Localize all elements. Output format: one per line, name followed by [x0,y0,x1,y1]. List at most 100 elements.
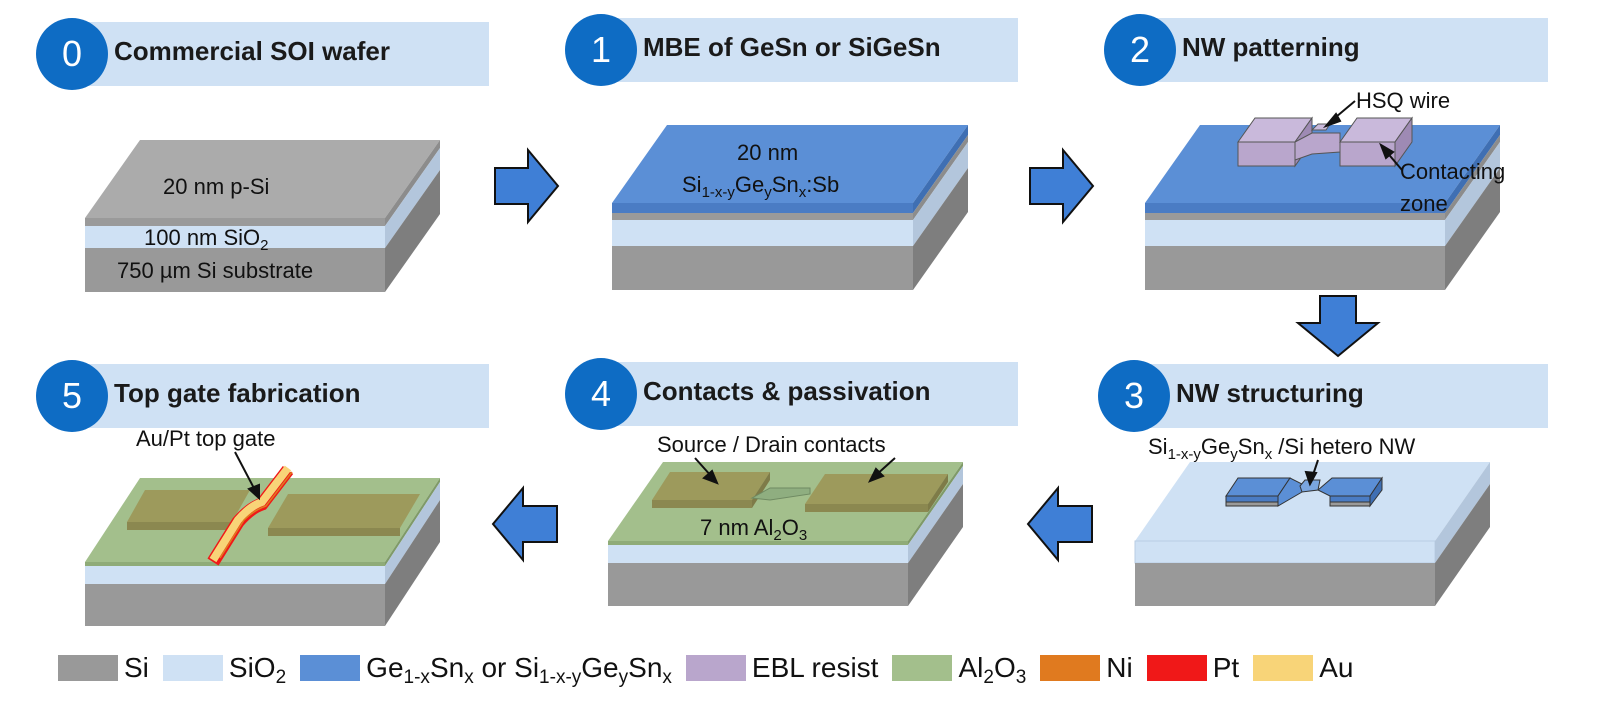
step-title: NW patterning [1182,32,1360,62]
substrate-side [385,500,440,626]
gesn-layer-front [612,203,913,213]
legend-label: Si [124,652,149,683]
annotation-arrow [1304,459,1319,487]
psi-layer-side [913,135,968,220]
legend-swatch [1040,655,1101,681]
wafer-step-2 [1145,100,1500,290]
sio2-layer-side [1445,142,1500,246]
step-band [601,18,1018,82]
top-gate-label: Au/Pt top gate [136,426,276,451]
legend-swatch [892,655,953,681]
sio2-layer-side [908,466,963,563]
hetero-nanowire [1225,476,1383,508]
step-number-circle: 3 [1098,360,1170,432]
contacting-zone-label: Contacting [1400,159,1506,184]
step-header-5: 5 Top gate fabrication [36,360,489,432]
block-arrow-icon [1026,485,1093,563]
psi-layer-side [385,140,440,226]
hsq-wire-label: HSQ wire [1356,88,1451,113]
substrate-side [913,168,968,290]
sio2-thickness-label: 100 nm SiO2 [144,225,269,254]
annotation-arrows [1322,100,1403,171]
sio2-layer-side [385,482,440,584]
block-arrow-icon [491,485,558,563]
substrate-side [1435,484,1490,606]
wafer-step-5 [85,451,440,626]
wafer-step-0 [85,140,440,292]
source-drain-label: Source / Drain contacts [657,432,886,457]
step-number-circle: 4 [565,358,637,430]
step-header-2: 2 NW patterning [1104,14,1548,86]
wafer-step-1 [612,125,968,290]
step-number-circle: 0 [36,18,108,90]
al2o3-layer-front [85,562,385,566]
legend-item-ebl-resist: EBL resist [685,652,878,684]
step-header-4: 4 Contacts & passivation [565,358,1018,430]
legend-swatch [1253,655,1314,681]
step-band [72,22,489,86]
al2o3-layer-front [608,541,908,545]
top-face [1135,462,1490,541]
psi-thickness-label: 20 nm p-Si [163,174,270,199]
top-face [612,125,968,203]
al2o3-layer-side [385,478,440,566]
substrate-label: 750 µm Si substrate [117,258,314,283]
sio2-layer-front [85,226,385,248]
sio2-layer-side [1435,462,1490,563]
legend-item-au: Au [1253,652,1353,684]
psi-layer-front [612,213,913,220]
step-band [72,364,489,428]
al2o3-layer-side [908,462,963,545]
legend-swatch [58,655,118,681]
psi-layer-front [1145,213,1445,220]
step-header-1: 1 MBE of GeSn or SiGeSn [565,14,1018,86]
block-arrow-icon [1295,295,1381,358]
step-title: Contacts & passivation [643,376,931,406]
substrate-front [608,563,908,606]
source-drain-contacts [127,490,420,536]
step-header-3: 3 NW structuring [1098,360,1548,432]
gesn-layer-side [913,125,968,213]
substrate-front [612,246,913,290]
legend-label: Au [1319,652,1354,683]
legend-label: Al2O3 [958,652,1027,688]
annotation-arrow [234,451,260,501]
wafer-step-4 [608,457,963,606]
gesn-layer-front [1145,203,1445,213]
psi-layer-front [85,218,385,226]
gesn-layer-side [1445,125,1500,213]
legend-item-sio2: SiO2 [162,652,287,688]
ebl-resist-pattern [1237,116,1413,168]
step-number-circle: 1 [565,14,637,86]
sio2-layer-front [1134,540,1436,564]
annotation-arrows [694,457,896,485]
legend-item-pt: Pt [1146,652,1240,684]
legend-swatch [685,655,746,681]
sio2-layer-side [385,148,440,248]
psi-layer-side [1445,135,1500,220]
top-face [1145,125,1500,203]
legend-label: Pt [1212,652,1240,683]
substrate-side [1445,168,1500,290]
top-gate [207,465,294,566]
substrate-front [85,584,385,626]
step-title: Top gate fabrication [114,378,361,408]
legend-label: SiO2 [228,652,287,688]
legend-item-si: Si [58,652,149,684]
step-header-0: 0 Commercial SOI wafer [36,18,489,90]
block-arrow-icon [1029,147,1095,225]
substrate-front [85,248,385,292]
legend: Si SiO2 Ge1-xSnx or Si1-x-yGeySnx EBL re… [58,648,1367,688]
legend-swatch [1146,655,1207,681]
step-band [601,362,1018,426]
al2o3-thickness-label: 7 nm Al2O3 [700,515,808,544]
legend-label: Ge1-xSnx or Si1-x-yGeySnx [366,652,672,688]
step-number-circle: 2 [1104,14,1176,86]
sio2-layer-front [608,545,908,563]
step-title: NW structuring [1176,378,1364,408]
step-band [1140,18,1548,82]
substrate-side [908,484,963,606]
hetero-nw-label: Si1-x-yGeySnx /Si hetero NW [1148,434,1416,463]
legend-swatch [162,655,223,681]
